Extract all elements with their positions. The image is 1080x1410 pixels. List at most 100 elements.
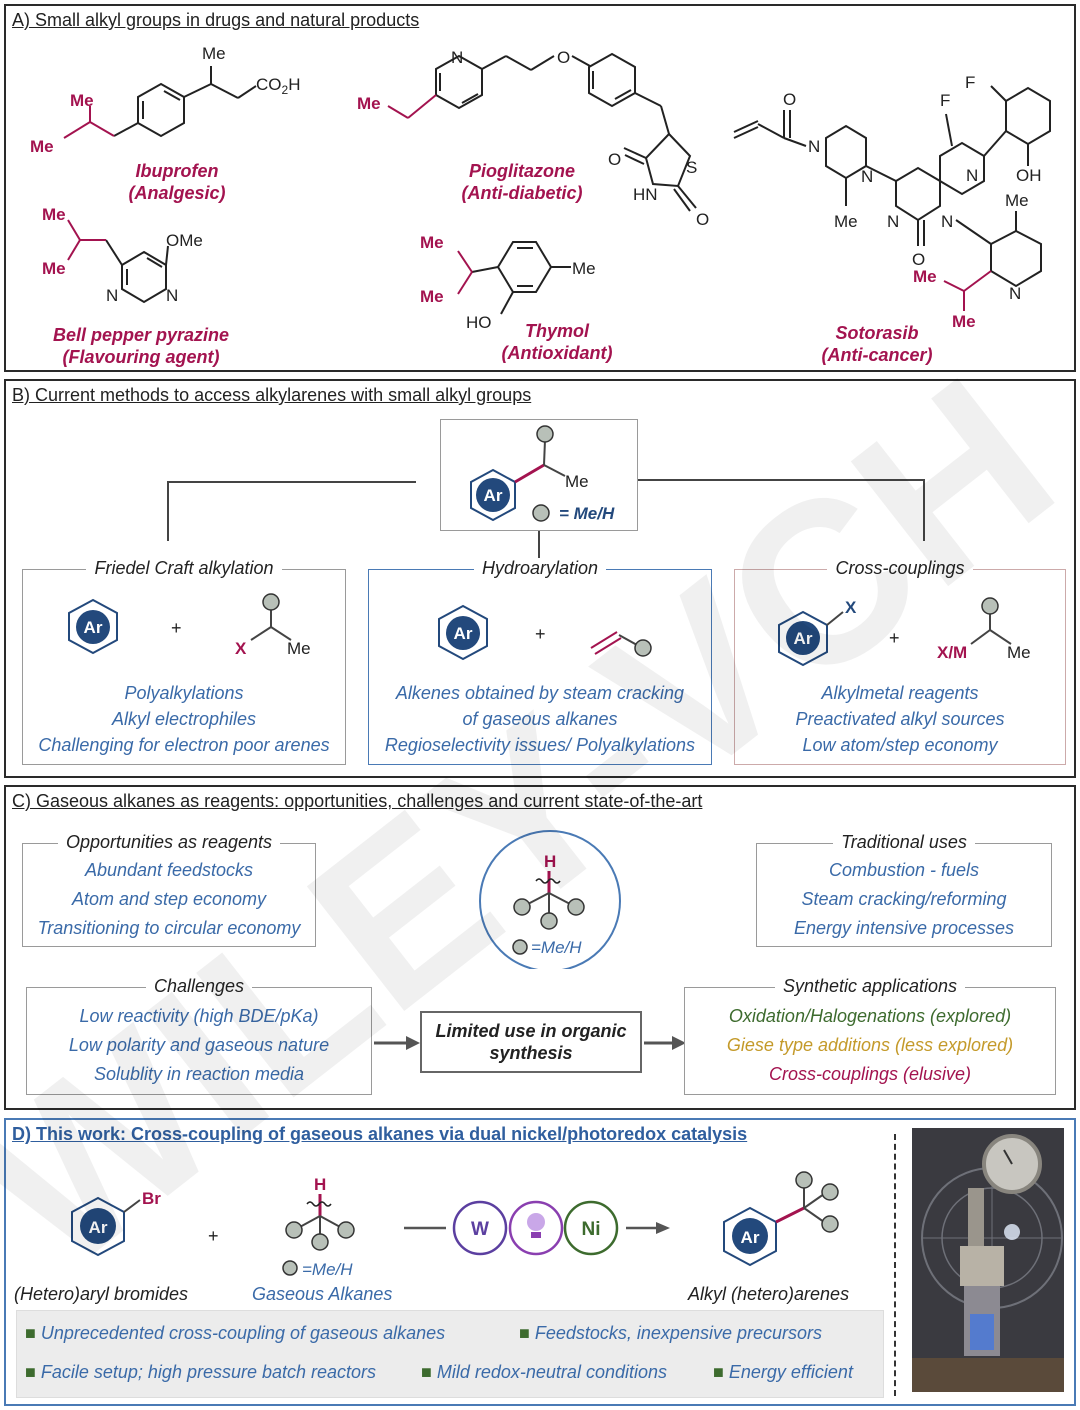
c-sphere-icon-3 [540, 912, 558, 930]
panel-b-title: B) Current methods to access alkylarenes… [12, 385, 532, 405]
challenges-title-wrap: Challenges [27, 976, 371, 997]
d-bullet-5: Energy efficient [713, 1362, 853, 1383]
w-catalyst-circle [452, 1200, 508, 1256]
ibuprofen-structure [63, 66, 257, 139]
panel-b: B) Current methods to access alkylarenes… [4, 379, 1076, 778]
cross-couplings-notes: Alkylmetal reagents Preactivated alkyl s… [735, 680, 1065, 758]
hydroarylation-title: Hydroarylation [473, 558, 607, 578]
pioglitazone-o-3: O [696, 210, 709, 229]
fc-me: Me [287, 639, 311, 658]
traditional-title: Traditional uses [833, 832, 975, 852]
thymol-me: Me [572, 259, 596, 278]
sotorasib-n6: N [1009, 284, 1021, 303]
hydroarylation-title-wrap: Hydroarylation [369, 558, 711, 579]
syn-note-explored: Oxidation/Halogenations (explored) [728, 1006, 1012, 1026]
d-legend: =Me/H [302, 1260, 353, 1279]
alkylarene-structure: Ar Me = Me/H [470, 425, 615, 523]
d-bullet-4: Mild redox-neutral conditions [421, 1362, 667, 1383]
challenges-box: Challenges Low reactivity (high BDE/pKa)… [26, 976, 372, 1095]
d-product-sphere-2 [821, 1183, 839, 1201]
pyrazine-structure [67, 219, 169, 304]
ibuprofen-label: Ibuprofen (Analgesic) [102, 160, 252, 204]
synthetic-title-wrap: Synthetic applications [685, 976, 1055, 997]
d-product-label: Alkyl (hetero)arenes [688, 1284, 850, 1304]
d-sphere-icon-3 [311, 1233, 329, 1251]
fc-note-3: Challenging for electron poor arenes [38, 735, 330, 755]
d-divider [894, 1134, 896, 1396]
sotorasib-me: Me [834, 212, 858, 231]
pioglitazone-hn: HN [633, 185, 658, 204]
syn-note-less-explored: Giese type additions (less explored) [726, 1035, 1014, 1055]
cross-couplings-box: Cross-couplings Ar X + X/M Me Alkylmetal… [734, 558, 1066, 765]
d-ni: Ni [582, 1219, 601, 1240]
c-legend-sphere-icon [512, 939, 528, 955]
sotorasib-n5: N [966, 166, 978, 185]
pioglitazone-n: N [451, 48, 463, 67]
thymol-me-1: Me [420, 233, 444, 252]
pyrazine-me-2: Me [42, 259, 66, 278]
sotorasib-label: Sotorasib (Anti-cancer) [802, 322, 952, 366]
synthetic-title: Synthetic applications [774, 976, 966, 996]
d-aryl-label: (Hetero)aryl bromides [14, 1284, 189, 1304]
sotorasib-me-2: Me [1005, 191, 1029, 210]
cc-ar: Ar [794, 629, 813, 648]
friedel-crafts-box: Friedel Craft alkylation Ar + X Me Polya… [22, 558, 346, 765]
panel-a: A) Small alkyl groups in drugs and natur… [4, 4, 1076, 372]
ha-ar: Ar [454, 624, 473, 643]
pioglitazone-label: Pioglitazone (Anti-diabetic) [442, 160, 602, 204]
ni-catalyst-circle [563, 1200, 619, 1256]
cross-couplings-title-wrap: Cross-couplings [735, 558, 1065, 579]
hydroarylation-box: Hydroarylation Ar + Alkenes obtained by … [368, 558, 712, 765]
trad-note-1: Combustion - fuels [828, 860, 980, 880]
center-legend: = Me/H [559, 504, 615, 523]
d-product-sphere-1 [795, 1171, 813, 1189]
cc-plus: + [889, 628, 900, 648]
sotorasib-me-3: Me [913, 267, 937, 286]
chal-note-2: Low polarity and gaseous nature [68, 1035, 330, 1055]
synthetic-notes: Oxidation/Halogenations (explored) Giese… [685, 1002, 1055, 1089]
thymol-ho: HO [466, 313, 492, 332]
sotorasib-f1: F [940, 91, 950, 110]
cross-couplings-scheme: Ar X + X/M Me [778, 597, 1031, 667]
center-me: Me [565, 472, 589, 491]
d-legend-sphere-icon [282, 1260, 298, 1276]
trad-note-2: Steam cracking/reforming [801, 889, 1007, 909]
panel-c: C) Gaseous alkanes as reagents: opportun… [4, 785, 1076, 1110]
challenges-notes: Low reactivity (high BDE/pKa) Low polari… [27, 1002, 371, 1089]
sotorasib-n4: N [941, 212, 953, 231]
opportunities-title: Opportunities as reagents [57, 832, 281, 852]
syn-note-elusive: Cross-couplings (elusive) [768, 1064, 972, 1084]
traditional-notes: Combustion - fuels Steam cracking/reform… [757, 856, 1051, 943]
d-sphere-icon-1 [285, 1221, 303, 1239]
sotorasib-me-4: Me [952, 312, 976, 331]
cc-me: Me [1007, 643, 1031, 662]
pyrazine-ome: OMe [166, 231, 203, 250]
ibuprofen-me: Me [202, 44, 226, 63]
opp-note-2: Atom and step economy [71, 889, 267, 909]
panel-a-title: A) Small alkyl groups in drugs and natur… [12, 10, 420, 30]
pyrazine-name: Bell pepper pyrazine [52, 325, 230, 345]
opportunities-notes: Abundant feedstocks Atom and step econom… [23, 856, 315, 943]
cc-xm: X/M [937, 643, 967, 662]
ibuprofen-me-2: Me [30, 137, 54, 156]
sotorasib-role: (Anti-cancer) [821, 345, 933, 365]
cc-note-2: Preactivated alkyl sources [795, 709, 1005, 729]
pioglitazone-role: (Anti-diabetic) [461, 183, 583, 203]
opp-note-3: Transitioning to circular economy [37, 918, 301, 938]
synthetic-applications-box: Synthetic applications Oxidation/Halogen… [684, 976, 1056, 1095]
sotorasib-name: Sotorasib [835, 323, 919, 343]
cc-note-1: Alkylmetal reagents [821, 683, 979, 703]
ibuprofen-co2h: CO2H [256, 75, 300, 97]
fc-ar: Ar [84, 618, 103, 637]
fc-note-1: Polyalkylations [124, 683, 244, 703]
panel-c-arrows [374, 1036, 686, 1050]
panel-c-title: C) Gaseous alkanes as reagents: opportun… [12, 791, 703, 811]
opp-note-1: Abundant feedstocks [84, 860, 254, 880]
ha-note-2: of gaseous alkanes [462, 709, 618, 729]
fc-plus: + [171, 618, 182, 638]
cc-sphere-icon [981, 597, 999, 615]
alkylarene-center-box: Ar Me = Me/H [440, 419, 638, 531]
panel-d: D) This work: Cross-coupling of gaseous … [4, 1118, 1076, 1406]
sotorasib-oh: OH [1016, 166, 1042, 185]
pyrazine-me-1: Me [42, 205, 66, 224]
